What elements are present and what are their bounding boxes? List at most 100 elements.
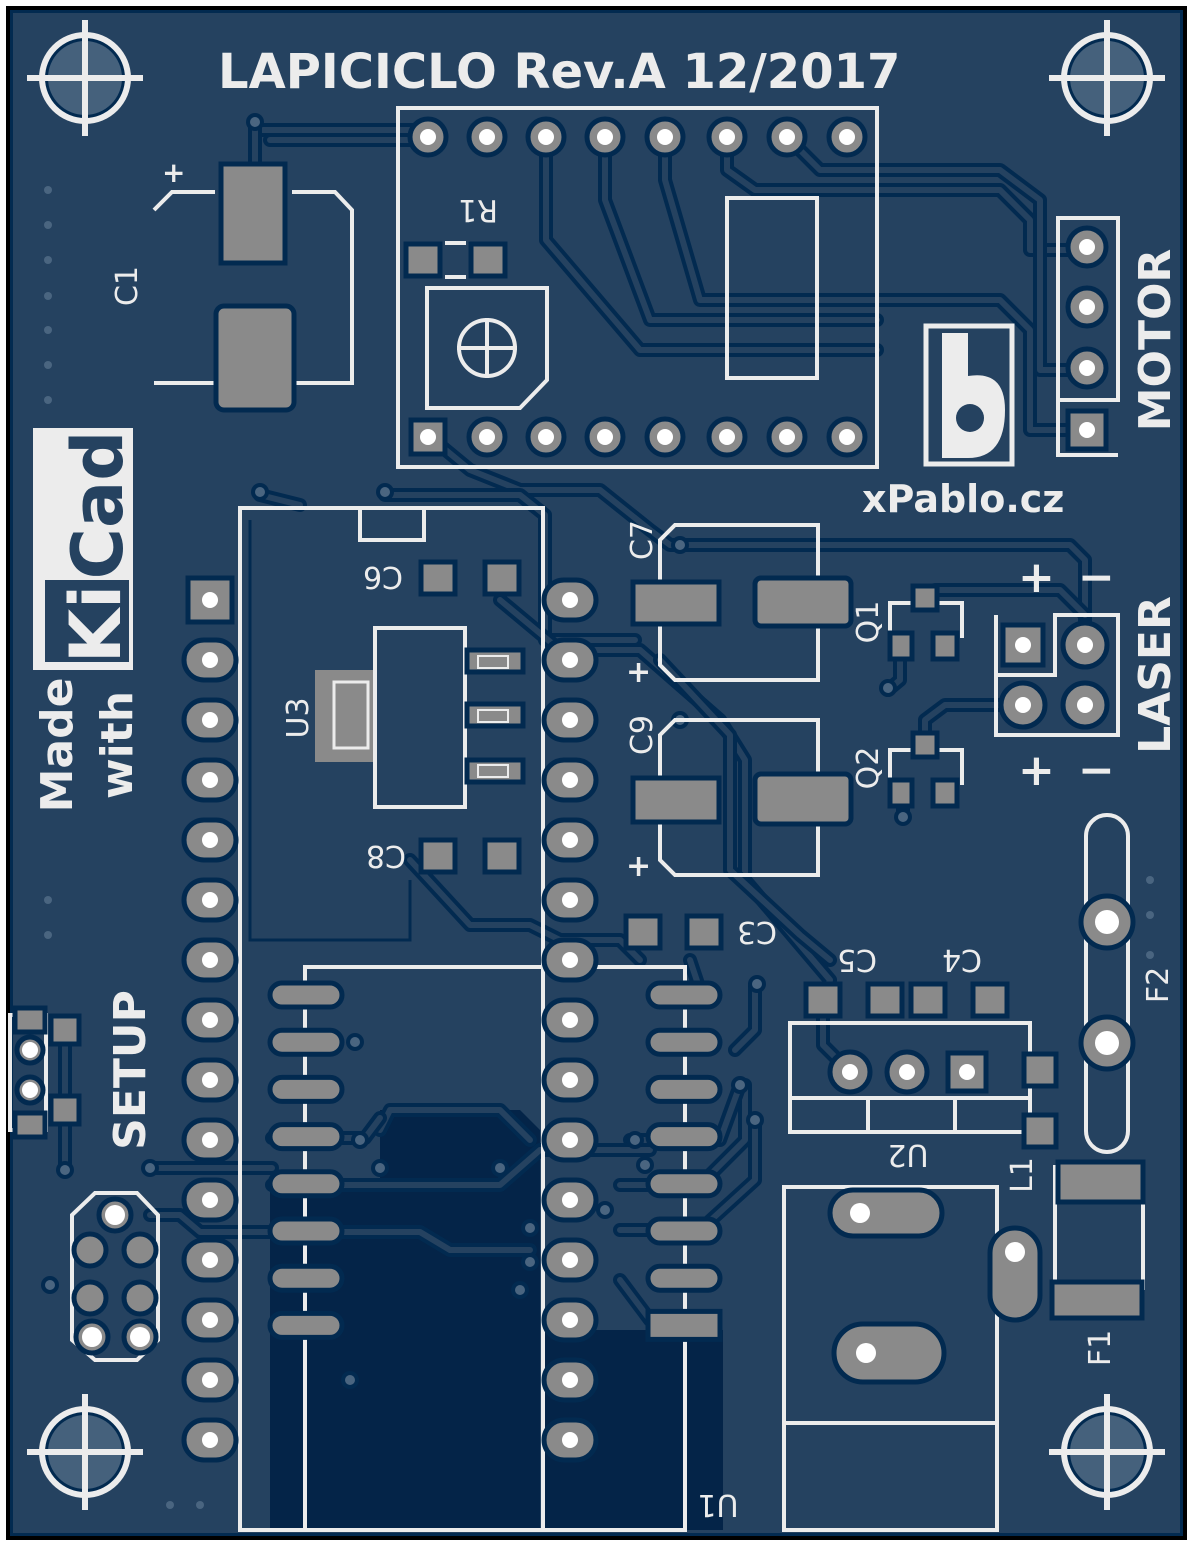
ref-c5: C5 — [837, 942, 877, 977]
stitch-via — [44, 292, 52, 300]
ref-c7: C7 — [625, 520, 660, 560]
motor-pin-pad — [1065, 408, 1109, 452]
u1-pin-pad — [181, 997, 239, 1043]
stitch-via — [44, 256, 52, 264]
soic-pad — [645, 1074, 723, 1104]
u1-pin-pad — [541, 577, 599, 623]
q1-pad — [910, 583, 940, 613]
driver-pin-pad — [766, 416, 808, 458]
soic-pad — [645, 1169, 723, 1199]
ref-u1: U1 — [697, 1487, 738, 1522]
q2-pad — [930, 777, 960, 809]
c9-pad — [630, 775, 722, 825]
driver-pin-pad — [584, 116, 626, 158]
u1-pin-pad — [541, 997, 599, 1043]
copper-trace — [617, 1277, 653, 1323]
soic-pad — [645, 1027, 723, 1057]
stitch-via — [44, 396, 52, 404]
driver-pin-pad — [466, 116, 508, 158]
driver-pin-pad — [766, 116, 808, 158]
ref-q1: Q1 — [851, 601, 886, 644]
driver-pin-pad — [525, 116, 567, 158]
driver-pin-pad — [584, 416, 626, 458]
u1-pin-pad — [541, 1057, 599, 1103]
c1-pad — [213, 303, 297, 413]
q1-pad — [887, 630, 915, 662]
c7-outline — [658, 523, 820, 682]
u1-pin-pad — [541, 817, 599, 863]
vias — [41, 113, 1154, 1509]
driver-pin-pad — [644, 116, 686, 158]
svg-text:Ki: Ki — [55, 585, 137, 663]
driver-chip-outline — [725, 196, 819, 380]
mounting-hole-icon — [1049, 20, 1165, 136]
u1-pin-pad — [181, 1237, 239, 1283]
u1-pin-pad — [181, 1417, 239, 1463]
copper-trace — [732, 982, 758, 1053]
u3-pad — [464, 757, 526, 785]
soic-pad — [267, 1263, 345, 1293]
isp-pin-pad — [96, 1196, 134, 1234]
stitch-via — [44, 326, 52, 334]
setup-jumper-pad — [48, 1013, 82, 1047]
u1-notch — [358, 506, 426, 542]
driver-pin-pad — [706, 416, 748, 458]
laser-plus-bottom: + — [1018, 745, 1055, 796]
r1-pad — [403, 241, 443, 279]
setup-label: SETUP — [105, 990, 156, 1150]
u2-pad — [827, 1049, 873, 1095]
mounting-hole-icon — [1049, 1394, 1165, 1510]
ref-c4: C4 — [942, 942, 982, 977]
soic-pad — [645, 1122, 723, 1152]
f1-pad — [1049, 1279, 1145, 1321]
laser-pin-pad — [998, 680, 1048, 730]
soic-pad — [645, 1308, 723, 1342]
made-label: Made — [32, 678, 83, 813]
motor-pin-pad — [1065, 346, 1109, 390]
u1-pin-pad — [181, 877, 239, 923]
c1-plus: + — [162, 156, 185, 189]
stitch-via — [44, 931, 52, 939]
ref-q2: Q2 — [851, 747, 886, 790]
trimmer-icon — [457, 318, 517, 378]
u1-pin-pad — [181, 757, 239, 803]
u1-pin-pad — [181, 937, 239, 983]
ref-c9: C9 — [625, 715, 660, 755]
trimmer-outline — [425, 286, 549, 410]
u1-pin-pad — [181, 1057, 239, 1103]
soic-pad — [645, 1263, 723, 1293]
u1-pin-pad — [541, 1297, 599, 1343]
c8-pad — [418, 837, 458, 875]
copper-trace — [147, 1212, 275, 1235]
stitch-via — [1146, 911, 1154, 919]
copper-trace — [784, 134, 1090, 373]
isp-pin-pad — [121, 1231, 159, 1269]
isp-pin-pad — [71, 1279, 109, 1317]
ref-c3: C3 — [737, 914, 777, 949]
stitch-via — [1146, 876, 1154, 884]
setup-jumper-pad — [12, 1005, 48, 1035]
ref-u2: U2 — [887, 1137, 928, 1172]
copper-trace — [427, 434, 1088, 648]
l1-pad — [1021, 1051, 1059, 1089]
f1-pad — [1055, 1159, 1146, 1205]
f2-pad — [1078, 893, 1136, 951]
u1-pin-pad — [181, 637, 239, 683]
soic-pad — [267, 1216, 345, 1246]
ref-f1: F1 — [1083, 1330, 1118, 1366]
soic-pad — [645, 1216, 723, 1246]
u1-pin-pad — [541, 637, 599, 683]
driver-pin-pad — [525, 416, 567, 458]
driver-pin-pad — [466, 416, 508, 458]
stitch-via — [196, 1501, 204, 1509]
c3-pad — [623, 913, 663, 951]
u1-pin-pad — [541, 757, 599, 803]
driver-pin-pad — [408, 417, 448, 457]
through-hole-pads — [12, 116, 1136, 1463]
u1-pin-pad — [181, 697, 239, 743]
soic-pad — [267, 1027, 345, 1057]
ref-c1: C1 — [110, 266, 145, 306]
c1-pad — [218, 161, 288, 266]
u1-pin-pad — [541, 1357, 599, 1403]
u1-pin-pad — [541, 877, 599, 923]
